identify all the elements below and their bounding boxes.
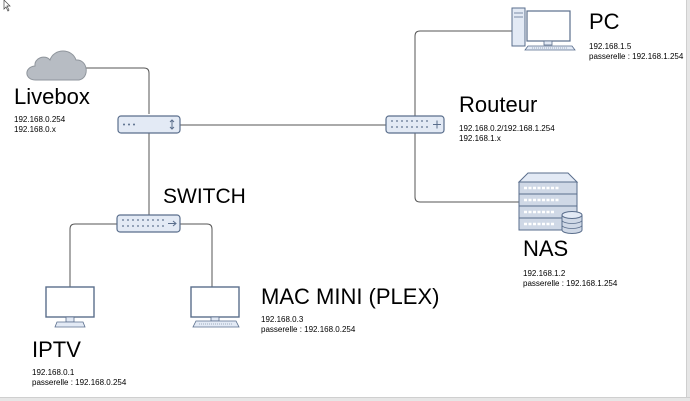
iptv-gateway: passerelle : 192.168.0.254	[32, 378, 127, 387]
livebox-subnet: 192.168.0.x	[14, 125, 56, 134]
livebox-details: 192.168.0.254 192.168.0.x	[14, 115, 65, 135]
macmini-ip: 192.168.0.3	[261, 315, 304, 324]
nas-label: NAS	[523, 236, 569, 261]
cursor-icon	[3, 0, 11, 12]
switch-device-icon	[116, 214, 181, 233]
link-switch-iptv	[69, 223, 117, 287]
router-label: Routeur	[459, 92, 538, 117]
router-details: 192.168.0.2/192.168.1.254 192.168.1.x	[459, 124, 555, 144]
nas-ip: 192.168.1.2	[523, 269, 566, 278]
iptv-details: 192.168.0.1 passerelle : 192.168.0.254	[32, 368, 126, 388]
switch-label: SWITCH	[163, 185, 246, 208]
nas-gateway: passerelle : 192.168.1.254	[523, 279, 618, 288]
vertical-scrollbar[interactable]	[686, 0, 690, 401]
macmini-gateway: passerelle : 192.168.0.254	[261, 325, 356, 334]
pc-gateway: passerelle : 192.168.1.254	[589, 52, 684, 61]
router-subnet: 192.168.1.x	[459, 134, 501, 143]
macmini-monitor-icon	[190, 286, 240, 328]
connections	[69, 30, 519, 287]
macmini-label: MAC MINI (PLEX)	[261, 284, 440, 309]
link-router-nas	[414, 133, 519, 203]
pc-details: 192.168.1.5 passerelle : 192.168.1.254	[589, 42, 683, 62]
cloud-icon	[26, 50, 87, 81]
livebox-label: Livebox	[14, 84, 90, 109]
iptv-monitor-icon	[45, 286, 95, 328]
pc-ip: 192.168.1.5	[589, 42, 632, 51]
pc-workstation-icon	[511, 7, 576, 51]
link-switch-macmini	[180, 223, 213, 287]
livebox-device-icon	[117, 115, 181, 134]
iptv-ip: 192.168.0.1	[32, 368, 75, 377]
livebox-ip: 192.168.0.254	[14, 115, 66, 124]
pc-label: PC	[589, 9, 620, 34]
iptv-label: IPTV	[32, 337, 81, 362]
router-device-icon	[385, 115, 445, 134]
link-cloud-livebox	[85, 67, 150, 114]
link-router-pc	[414, 30, 512, 116]
macmini-details: 192.168.0.3 passerelle : 192.168.0.254	[261, 315, 355, 335]
horizontal-scrollbar[interactable]	[0, 397, 690, 401]
nas-details: 192.168.1.2 passerelle : 192.168.1.254	[523, 269, 617, 289]
router-ip: 192.168.0.2/192.168.1.254	[459, 124, 555, 133]
nas-server-icon	[517, 172, 583, 234]
